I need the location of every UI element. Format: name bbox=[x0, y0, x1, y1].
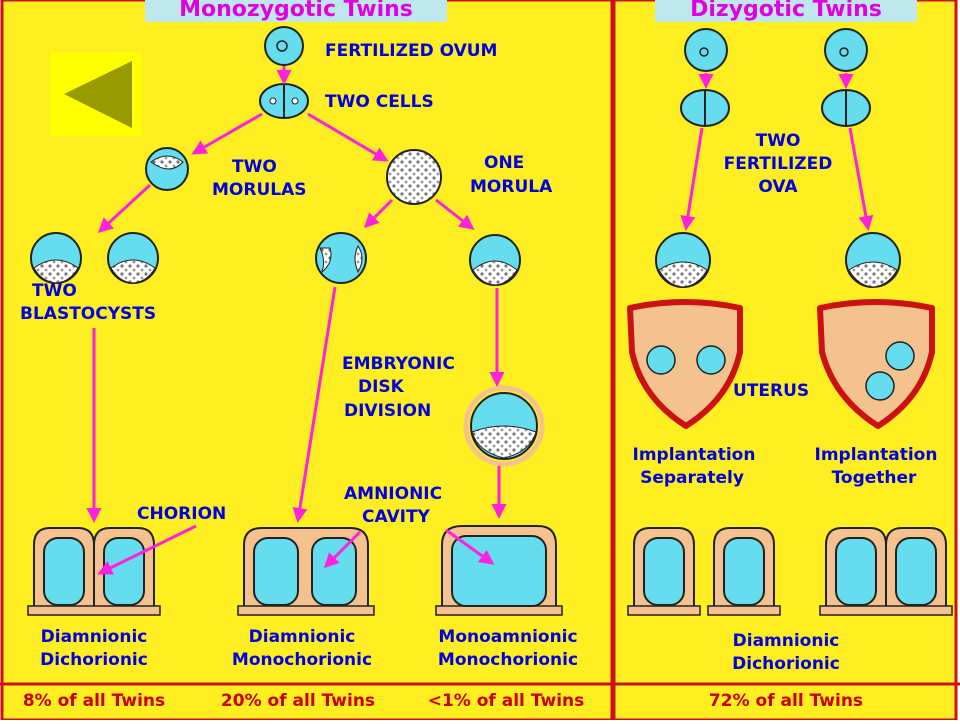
outcome-2-line1: Diamnionic bbox=[249, 627, 356, 647]
di-outcome-line1: Diamnionic bbox=[733, 631, 840, 651]
uterus-left bbox=[627, 299, 743, 429]
arrow-amnion-left bbox=[323, 530, 362, 569]
arrow-mid-down bbox=[292, 286, 337, 523]
arrow-to-blastocysts bbox=[97, 183, 152, 234]
mono-title: Monozygotic Twins bbox=[179, 0, 413, 22]
mono-arrows bbox=[86, 66, 507, 575]
fertilized-ovum-label: FERTILIZED OVUM bbox=[325, 41, 497, 61]
arrow-chorion bbox=[97, 524, 197, 575]
blastocyst-left bbox=[30, 232, 82, 284]
two-cells-label: TWO CELLS bbox=[325, 92, 434, 112]
two-morulas-cell bbox=[145, 147, 189, 191]
outcome-monochorionic-shape bbox=[237, 527, 375, 616]
uterus-label: UTERUS bbox=[733, 381, 809, 401]
di-title: Dizygotic Twins bbox=[690, 0, 882, 22]
implant-sep-line2: Separately bbox=[640, 468, 744, 488]
outcome-1-percent: 8% of all Twins bbox=[23, 691, 165, 711]
di-title-box bbox=[655, 0, 917, 22]
amnionic-label-2: CAVITY bbox=[362, 507, 431, 527]
embryonic-label-1: EMBRYONIC bbox=[342, 354, 455, 374]
blastocyst-right bbox=[107, 232, 159, 284]
outcome-3-percent: <1% of all Twins bbox=[428, 691, 585, 711]
back-triangle-icon[interactable] bbox=[64, 61, 132, 128]
uterus-right bbox=[817, 299, 935, 429]
embryonic-label-3: DIVISION bbox=[344, 401, 431, 421]
one-morula-label-2: MORULA bbox=[470, 177, 553, 197]
arrow-to-one-morula bbox=[307, 112, 389, 162]
blastocyst-middle bbox=[315, 232, 367, 284]
embryonic-disk-cell bbox=[463, 385, 545, 467]
di-outcome-shape-right bbox=[819, 527, 953, 616]
two-cells-cell bbox=[259, 83, 309, 119]
outcome-dichorionic-shape bbox=[27, 527, 161, 616]
arrow-to-two-morulas bbox=[191, 112, 263, 155]
di-ovum-left bbox=[684, 28, 728, 72]
outcome-2-percent: 20% of all Twins bbox=[221, 691, 375, 711]
implant-tog-line1: Implantation bbox=[815, 445, 938, 465]
outcome-1-line2: Dichorionic bbox=[40, 650, 148, 670]
di-ova-label-1: TWO bbox=[756, 131, 801, 151]
di-ova-label-2: FERTILIZED bbox=[724, 154, 833, 174]
arrow-di-right-2 bbox=[848, 127, 874, 231]
outcome-2-line2: Monochorionic bbox=[232, 650, 372, 670]
di-two-cells-left bbox=[680, 89, 730, 127]
one-morula-label-1: ONE bbox=[484, 153, 524, 173]
arrow-di-left-2 bbox=[680, 127, 704, 231]
di-arrows bbox=[680, 73, 874, 231]
two-blastocysts-label-1: TWO bbox=[32, 281, 77, 301]
amnionic-label-1: AMNIONIC bbox=[344, 484, 442, 504]
mono-title-box bbox=[145, 0, 447, 22]
chorion-label: CHORION bbox=[137, 504, 226, 524]
outcome-3-line1: Monoamnionic bbox=[438, 627, 577, 647]
di-outcome-shape-left bbox=[627, 527, 781, 616]
embryonic-label-2: DISK bbox=[358, 377, 405, 397]
two-morulas-label-1: TWO bbox=[232, 157, 277, 177]
implant-sep-line1: Implantation bbox=[633, 445, 756, 465]
outcome-3-line2: Monochorionic bbox=[438, 650, 578, 670]
arrow-morula-to-mid bbox=[363, 198, 394, 229]
di-outcome-percent: 72% of all Twins bbox=[709, 691, 863, 711]
one-morula-cell bbox=[386, 149, 442, 205]
outcome-monoamnionic-shape bbox=[435, 525, 563, 616]
di-ova-label-3: OVA bbox=[758, 177, 798, 197]
di-outcome-line2: Dichorionic bbox=[732, 654, 840, 674]
fertilized-ovum-cell bbox=[264, 26, 304, 66]
implant-tog-line2: Together bbox=[832, 468, 917, 488]
blastocyst-far-right bbox=[469, 234, 521, 286]
di-blastocyst-right bbox=[845, 232, 901, 288]
two-morulas-label-2: MORULAS bbox=[212, 180, 307, 200]
arrow-morula-to-right bbox=[435, 198, 475, 230]
outcome-1-line1: Diamnionic bbox=[41, 627, 148, 647]
di-blastocyst-left bbox=[655, 232, 711, 288]
two-blastocysts-label-2: BLASTOCYSTS bbox=[20, 304, 156, 324]
di-ovum-right bbox=[824, 28, 868, 72]
di-two-cells-right bbox=[821, 89, 871, 127]
back-button[interactable] bbox=[50, 52, 142, 136]
arrow-amnion-right bbox=[445, 528, 495, 565]
